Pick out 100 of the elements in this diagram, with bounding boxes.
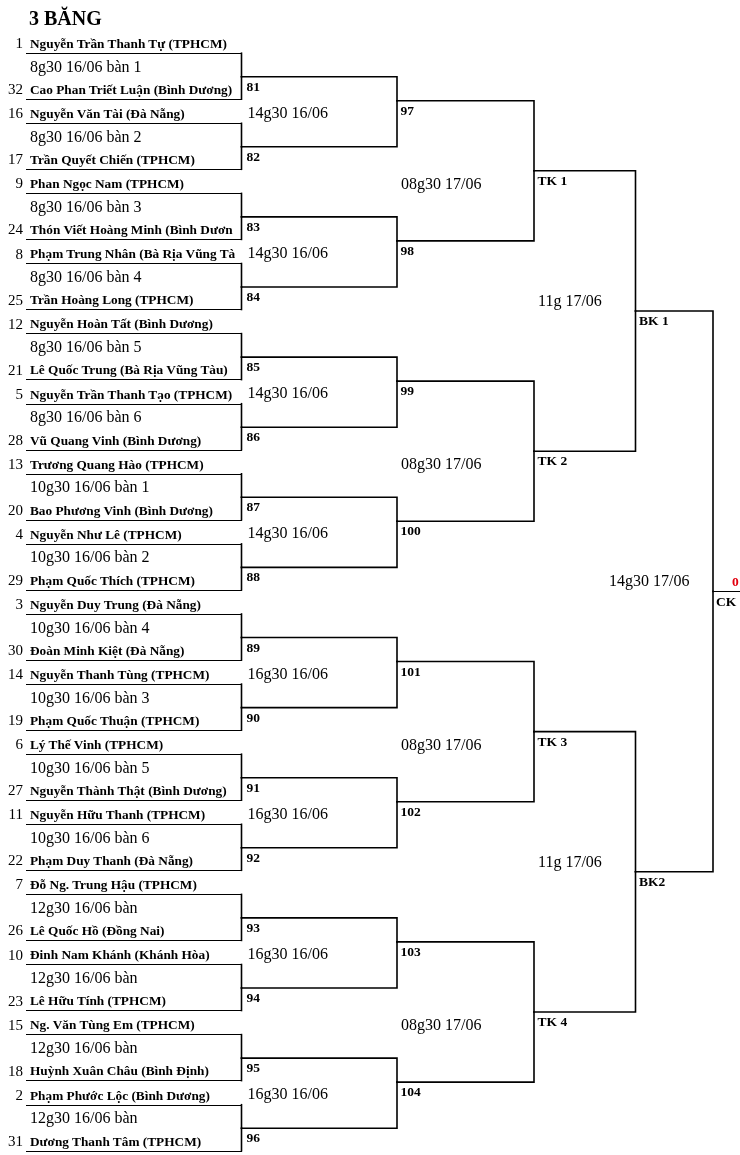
bracket-line (240, 240, 398, 288)
match-time: 08g30 17/06 (401, 1015, 482, 1035)
seed-number: 20 (8, 500, 23, 519)
match-time: 8g30 16/06 bàn 6 (30, 407, 142, 428)
bracket-line (240, 99, 398, 148)
bracket-line (533, 310, 637, 452)
bracket-line (240, 402, 243, 428)
player-name: Nguyễn Văn Tài (Đà Nẵng) (26, 101, 243, 125)
bracket-line (240, 356, 243, 381)
player-name: Đỗ Ng. Trung Hậu (TPHCM) (26, 872, 243, 896)
match-time: 16g30 16/06 (247, 943, 328, 964)
match-time: 14g30 17/06 (609, 571, 690, 592)
seed-number: 31 (8, 1131, 23, 1150)
player-name: Phạm Trung Nhân (Bà Rịa Vũng Tà (26, 241, 243, 265)
match-time: 16g30 16/06 (247, 803, 328, 824)
bracket-line (240, 636, 243, 661)
seed-number: 10 (8, 945, 23, 964)
bracket-line (533, 730, 637, 873)
bracket-line (240, 216, 398, 242)
player-name: Trần Quyết Chiến (TPHCM) (26, 147, 243, 171)
seed-number: 7 (15, 875, 23, 894)
seed-number: 17 (8, 150, 23, 169)
seed-number: 4 (15, 524, 23, 543)
bracket-line (240, 496, 243, 521)
match-number: 102 (397, 801, 422, 820)
player-name: Nguyễn Như Lê (TPHCM) (26, 521, 243, 545)
match-time: 10g30 16/06 bàn 4 (30, 617, 150, 638)
bracket-line (240, 1081, 398, 1129)
bracket-line (240, 75, 398, 102)
bracket-line (240, 52, 243, 78)
match-number: BK2 (635, 871, 667, 890)
match-number: BK 1 (635, 311, 670, 329)
bracket-line (240, 75, 243, 100)
seed-number: 18 (8, 1061, 23, 1080)
bracket-line (634, 310, 714, 593)
match-time: 16g30 16/06 (247, 1084, 328, 1105)
match-number: 100 (397, 521, 422, 540)
match-number: 101 (397, 661, 422, 680)
match-number: 94 (241, 988, 261, 1006)
player-name: Phạm Phước Lộc (Bình Dương) (26, 1082, 243, 1106)
bracket-line (240, 706, 243, 731)
player-name: Lý Thế Vinh (TPHCM) (26, 732, 243, 755)
match-time: 10g30 16/06 bàn 5 (30, 757, 150, 778)
seed-number: 26 (8, 921, 23, 940)
bracket-line (396, 99, 535, 172)
bracket-line (396, 450, 535, 523)
player-name: Trương Quang Hào (TPHCM) (26, 451, 243, 475)
bracket-line (396, 1011, 535, 1083)
match-number: 84 (241, 287, 261, 305)
bracket-line (240, 660, 398, 709)
bracket-line (240, 800, 398, 849)
bracket-line (240, 380, 398, 428)
bracket-line (240, 917, 243, 942)
seed-number: 28 (8, 430, 23, 449)
match-time: 8g30 16/06 bàn 2 (30, 126, 142, 147)
bracket-line (240, 1057, 243, 1082)
player-name: Nguyễn Thanh Tùng (TPHCM) (26, 661, 243, 685)
player-name: Dương Thanh Tâm (TPHCM) (26, 1128, 243, 1152)
match-number: 86 (241, 427, 261, 446)
seed-number: 27 (8, 781, 23, 800)
match-time: 10g30 16/06 bàn 3 (30, 687, 150, 708)
player-name: Huỳnh Xuân Châu (Bình Định) (26, 1058, 243, 1082)
player-name: Nguyễn Thành Thật (Bình Dương) (26, 778, 243, 801)
match-number: 98 (397, 240, 415, 259)
match-time: 14g30 16/06 (247, 242, 328, 263)
seed-number: 25 (8, 290, 23, 309)
match-time: 12g30 16/06 bàn (30, 1108, 138, 1129)
match-time: 10g30 16/06 bàn 2 (30, 547, 150, 568)
match-time: 14g30 16/06 (247, 383, 328, 404)
match-number: 93 (241, 917, 261, 936)
bracket-line (396, 660, 535, 733)
bracket-title: 3 BĂNG (29, 6, 102, 30)
bracket-line (533, 170, 637, 312)
seed-number: 15 (8, 1015, 23, 1034)
player-name: Trần Hoàng Long (TPHCM) (26, 287, 243, 311)
player-name: Nguyễn Hoàn Tất (Bình Dương) (26, 311, 243, 335)
bracket-line (240, 426, 243, 451)
bracket-line (240, 941, 398, 989)
match-number: 99 (397, 381, 415, 400)
player-name: Lê Quốc Trung (Bà Rịa Vũng Tàu) (26, 357, 243, 381)
seed-number: 29 (8, 570, 23, 589)
match-number: 91 (241, 777, 261, 796)
match-number: TK 3 (534, 731, 569, 750)
match-time: 08g30 17/06 (401, 173, 482, 194)
bracket-line (240, 216, 243, 241)
seed-number: 6 (15, 735, 23, 754)
match-number: 85 (241, 357, 261, 376)
player-name: Lê Hữu Tính (TPHCM) (26, 988, 243, 1012)
seed-number: 8 (15, 244, 23, 263)
match-number: 103 (397, 941, 422, 960)
seed-number: 1 (15, 34, 23, 53)
bracket-line (240, 146, 243, 171)
match-time: 08g30 17/06 (401, 734, 482, 755)
player-name: Đinh Nam Khánh (Khánh Hòa) (26, 942, 243, 966)
bracket-line (240, 917, 398, 943)
player-name: Phan Ngọc Nam (TPHCM) (26, 171, 243, 195)
player-name: Phạm Quốc Thuận (TPHCM) (26, 707, 243, 731)
bracket-line (240, 823, 243, 849)
match-time: 12g30 16/06 bàn (30, 897, 138, 918)
bracket-line (240, 356, 398, 382)
